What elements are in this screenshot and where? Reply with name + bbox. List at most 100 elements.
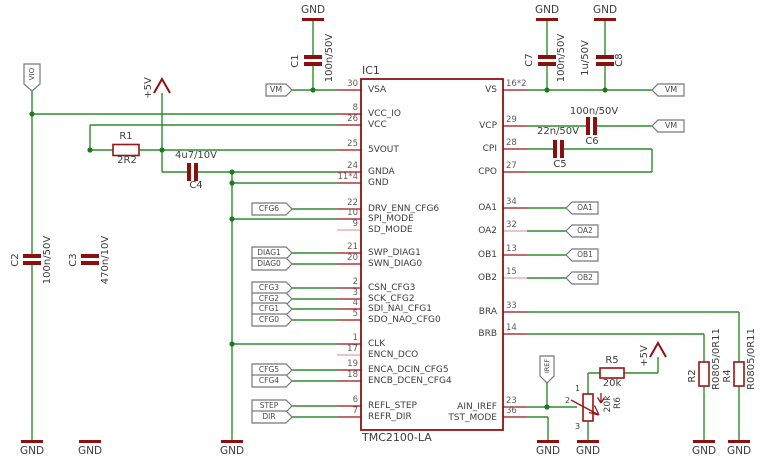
pin-number: 5 — [352, 309, 358, 319]
pin-name: VCC_IO — [368, 109, 401, 119]
flag-label-step: STEP — [259, 401, 279, 410]
flag-label-cfg3: CFG3 — [258, 283, 280, 292]
pin-name: BRA — [478, 307, 497, 317]
junction-dots — [29, 87, 608, 410]
pin-number: 27 — [506, 161, 517, 171]
flag-dir — [251, 410, 293, 424]
ic-part: TMC2100-LA — [362, 431, 432, 444]
res-ref-r1: R1 — [119, 131, 133, 142]
iref-flag-label: IREF — [543, 358, 551, 374]
gnd-label: GND — [726, 445, 752, 457]
pin-name: SCK_CFG2 — [368, 294, 415, 304]
pin-number: 16*2 — [506, 79, 527, 89]
flag-label-diag1: DIAG1 — [257, 248, 281, 257]
flag-diag1 — [251, 246, 293, 260]
gnd-label: GND — [535, 445, 561, 457]
flag-cfg5 — [251, 363, 293, 377]
flag-cfg6 — [251, 202, 293, 216]
cap-value-c4: 4u7/10V — [175, 150, 217, 161]
ic-body — [360, 78, 504, 431]
pin-name: ENCB_DCEN_CFG4 — [368, 376, 452, 386]
flag-step — [251, 399, 293, 413]
pin-name: CSN_CFG3 — [368, 283, 416, 293]
pin-number: 25 — [347, 139, 358, 149]
res-value-r4: R0805/0R11 — [746, 328, 757, 390]
pin-name: AIN_IREF — [457, 402, 497, 412]
capacitor-c4 — [187, 163, 198, 181]
flag-label-dir: DIR — [262, 412, 276, 421]
resistor-r4-body — [733, 361, 745, 387]
flag-vio — [23, 63, 41, 92]
res-ref-r2: R2 — [687, 369, 698, 383]
cap-value-c1: 100n/50V — [324, 33, 335, 83]
capacitor-c1 — [304, 55, 322, 66]
pin-number: 32 — [506, 220, 517, 230]
flag-label-cfg1: CFG1 — [258, 304, 280, 313]
cap-value-c8: 1u/50V — [580, 40, 591, 76]
flag-cfg0 — [251, 313, 293, 327]
pin-name: VCC — [368, 120, 387, 130]
flag-vm-right-mid — [651, 119, 685, 133]
pin-name: SD_MODE — [368, 225, 413, 235]
res-value-r5: 20k — [602, 378, 622, 389]
cap-value-c3: 470n/10V — [100, 235, 111, 285]
res-value-r1: 2R2 — [117, 155, 137, 166]
pin-number: 14 — [506, 323, 517, 333]
pin-name: BRB — [478, 329, 497, 339]
pin-name: CPO — [478, 167, 497, 177]
cap-value-c5: 22n/50V — [537, 126, 579, 137]
capacitor-plates — [23, 55, 614, 265]
capacitor-c2 — [23, 254, 41, 265]
capacitor-c8 — [596, 55, 614, 66]
pin-number: 24 — [347, 161, 358, 171]
pin-number: 10 — [347, 208, 358, 218]
cap-ref-c5: C5 — [553, 159, 567, 170]
flag-ob1 — [565, 248, 599, 262]
pin-name: OA2 — [478, 226, 497, 236]
cap-ref-c6: C6 — [585, 136, 599, 147]
vm-flag-label: VM — [664, 85, 678, 94]
pin-name: OB1 — [478, 250, 497, 260]
pin-number: 23 — [506, 396, 517, 406]
gnd-label: GND — [575, 445, 601, 457]
pin-name: ENCN_DCO — [368, 350, 419, 360]
p5v-label: +5V — [639, 345, 650, 367]
flag-cfg3 — [251, 281, 293, 295]
capacitor-c3 — [81, 254, 99, 265]
pin-number: 36 — [506, 406, 517, 416]
pin-name: VS — [485, 85, 497, 95]
pot-ref-r6: R6 — [613, 397, 623, 409]
pin-number: 11*4 — [337, 172, 358, 182]
pin-name: GND — [368, 178, 389, 188]
pin-name: ENCA_DCIN_CFG5 — [368, 365, 449, 375]
flag-label-cfg6: CFG6 — [258, 204, 280, 213]
pin-name: OB2 — [478, 273, 497, 283]
capacitor-c5 — [553, 140, 564, 158]
pin-name: CLK — [368, 339, 386, 349]
pin-name: SPI_MODE — [368, 214, 414, 224]
cap-ref-c2: C2 — [10, 253, 21, 267]
flag-label-oa2: OA2 — [577, 226, 593, 235]
resistor-bodies — [112, 143, 745, 422]
cap-ref-c8: C8 — [614, 53, 625, 67]
pin-number: 15 — [506, 267, 517, 277]
flag-label-oa1: OA1 — [577, 203, 593, 212]
pin-name: OA1 — [478, 203, 497, 213]
pin-name: VSA — [368, 85, 387, 95]
p5v-label: +5V — [143, 77, 154, 99]
pin-number: 4 — [352, 298, 358, 308]
flag-label-cfg5: CFG5 — [258, 365, 280, 374]
pin-name: SDI_NAI_CFG1 — [368, 304, 433, 314]
pot-pin2-label: 2 — [565, 396, 571, 405]
trimpot-r6-body — [582, 393, 594, 422]
cap-value-c2: 100n/50V — [42, 235, 53, 285]
flag-label-cfg0: CFG0 — [258, 315, 280, 324]
pin-name: SWN_DIAG0 — [368, 259, 423, 269]
pin-name: CPI — [482, 144, 497, 154]
gnd-label: GND — [534, 4, 560, 16]
pin-number: 8 — [352, 103, 358, 113]
resistor-r1-body — [112, 143, 140, 157]
flag-cfg1 — [251, 302, 293, 316]
